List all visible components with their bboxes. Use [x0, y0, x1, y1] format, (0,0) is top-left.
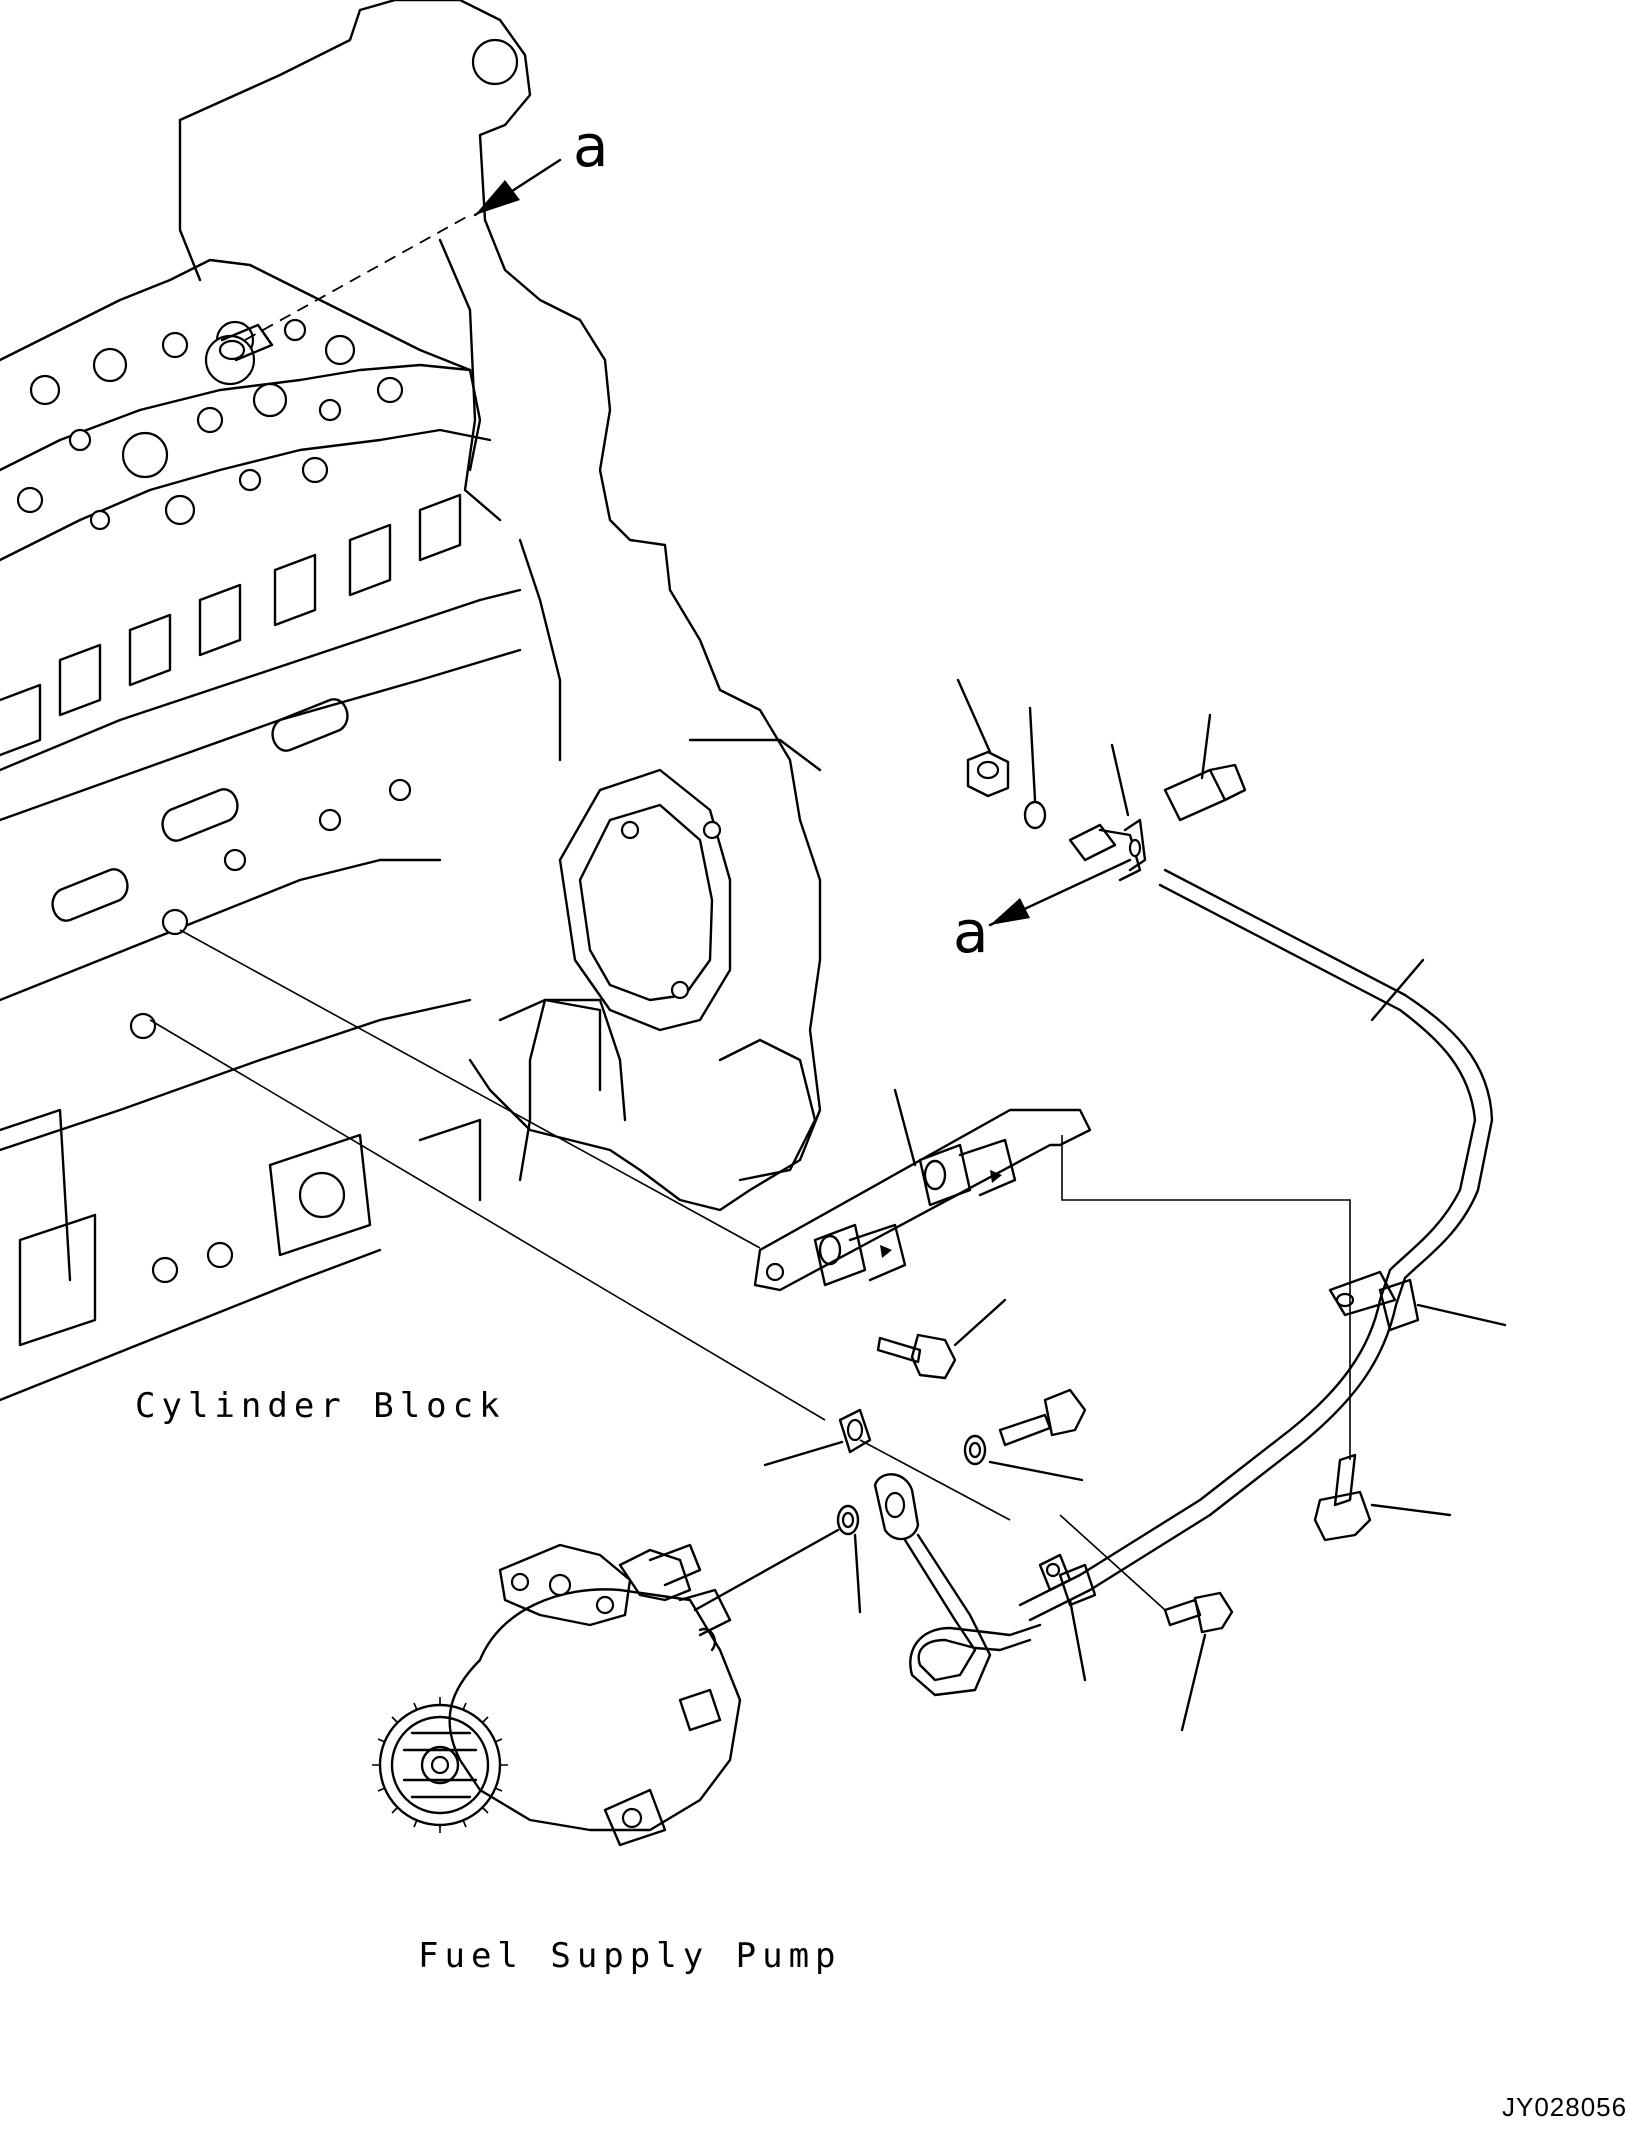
bolt-right	[1315, 1455, 1450, 1540]
fuel-supply-pump-drawing	[372, 1545, 740, 1845]
pipe-bracket	[755, 1090, 1090, 1290]
block-bosses	[53, 699, 410, 1038]
cylinder-block-drawing	[0, 0, 820, 1400]
fuel-supply-pump-label: Fuel Supply Pump	[418, 1936, 842, 1976]
pipe-clamp	[1330, 1272, 1505, 1330]
view-arrow-mid	[990, 860, 1130, 925]
bolt-part-top	[1165, 715, 1245, 820]
pipe-connector-top	[1070, 745, 1145, 880]
intake-ports	[0, 495, 460, 755]
fuel-pipe-assembly	[150, 680, 1505, 1730]
view-ref-label-top: a	[573, 112, 609, 180]
gasket-upper	[765, 1410, 870, 1465]
bolt-spare	[1000, 1390, 1085, 1445]
pipe-port-a	[220, 325, 272, 360]
view-arrow-top	[475, 160, 560, 215]
washer-right	[965, 1436, 1082, 1480]
bolt-bracket	[878, 1300, 1005, 1378]
drawing-code: JY028056	[1502, 2092, 1627, 2122]
banjo-fitting	[875, 1474, 1040, 1695]
fuel-pipe	[1020, 870, 1492, 1620]
washer-part	[1025, 708, 1045, 828]
pump-gear	[372, 1697, 508, 1833]
cylinder-block-label: Cylinder Block	[135, 1386, 506, 1426]
nut-part	[958, 680, 1008, 796]
cylinder-head-holes	[18, 320, 402, 529]
washer-left	[838, 1506, 860, 1612]
bolt-lower	[1165, 1593, 1232, 1730]
pipe-lower-clamp	[1040, 1555, 1095, 1680]
view-ref-label-mid: a	[953, 898, 989, 966]
